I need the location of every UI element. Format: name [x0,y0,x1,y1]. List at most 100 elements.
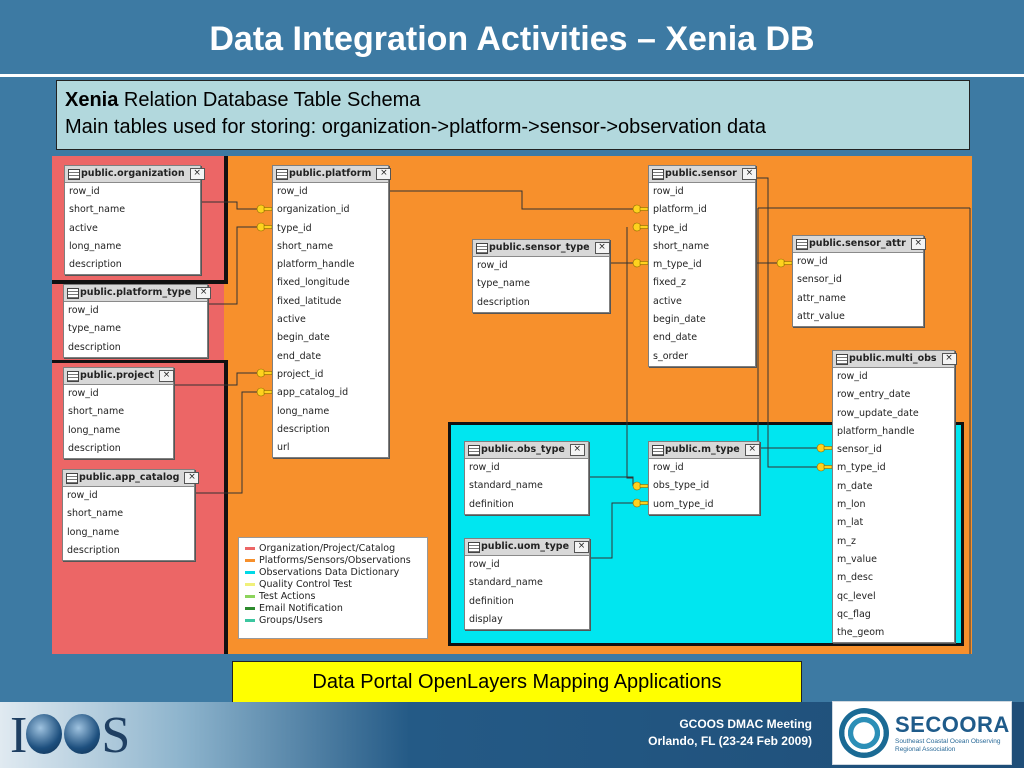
table-field: short_name [277,240,334,252]
table-header: public.platform_type× [64,285,212,302]
table-title: public.organization [81,168,185,179]
key-icon [256,387,273,397]
table-header: public.obs_type× [465,442,588,459]
table-header: public.sensor_attr× [793,236,926,253]
table-field: begin_date [653,314,706,326]
table-field: short_name [69,204,126,216]
meeting-name: GCOOS DMAC Meeting [679,717,812,731]
table-field: row_id [69,186,100,197]
table-field: description [68,341,121,353]
table-icon [66,473,78,484]
frame-line [52,280,228,284]
close-icon[interactable]: × [184,471,200,484]
table-icon [796,239,808,250]
table-platform-type[interactable]: public.platform_type× row_id type_name d… [63,284,212,358]
close-icon[interactable]: × [741,167,757,180]
close-icon[interactable]: × [196,286,212,299]
table-field: s_order [653,350,689,362]
key-icon [632,481,649,491]
table-field: row_id [68,305,99,316]
table-field: row_id [469,462,500,473]
legend-item: Observations Data Dictionary [245,567,427,579]
table-header: public.multi_obs × [833,351,957,368]
table-field: row_id [68,388,99,399]
table-title: public.project [80,370,155,381]
table-sensor-type[interactable]: public.sensor_type× row_id type_name des… [472,239,610,313]
close-icon[interactable]: × [744,443,760,456]
table-field: attr_name [797,292,846,304]
table-icon [468,542,480,553]
table-icon [652,445,664,456]
legend-swatch [245,559,255,562]
close-icon[interactable]: × [569,443,585,456]
table-organization[interactable]: public.organization× row_id short_name a… [64,165,205,276]
table-field: row_id [797,256,828,267]
table-multi-obs[interactable]: public.multi_obs× row_id row_entry_date … [832,350,957,644]
schema-caption-line2: Main tables used for storing: organizati… [65,116,766,138]
close-icon[interactable]: × [159,369,175,382]
table-platform[interactable]: public.platform× row_id organization_id … [272,165,392,459]
meeting-info: GCOOS DMAC Meeting Orlando, FL (23-24 Fe… [648,716,812,750]
legend-swatch [245,547,255,550]
table-obs-type[interactable]: public.obs_type× row_id standard_name de… [464,441,589,515]
secoora-subtitle: Southeast Coastal Ocean Observing Region… [895,738,1001,753]
table-uom-type[interactable]: public.uom_type× row_id standard_name de… [464,538,590,631]
close-icon[interactable]: × [574,540,590,553]
key-icon [776,258,793,268]
schema-caption-rest: Relation Database Table Schema [118,89,421,111]
legend-label: Email Notification [259,603,343,614]
globe-icon [26,714,63,754]
key-icon [632,204,649,214]
table-field: m_type_id [653,259,702,271]
secoora-name: SECOORA [895,712,1010,737]
table-field: begin_date [277,332,330,344]
table-field: url [277,442,290,454]
table-header: public.platform× [273,166,392,183]
table-sensor-attr[interactable]: public.sensor_attr× row_id sensor_id att… [792,235,926,328]
table-field: end_date [653,332,698,344]
key-icon [632,498,649,508]
table-field: standard_name [469,577,543,589]
table-field: attr_value [797,310,845,322]
table-project[interactable]: public.project× row_id short_name long_n… [63,367,175,460]
schema-caption-bold: Xenia [65,89,119,111]
table-field: row_update_date [837,407,919,419]
close-icon[interactable]: × [594,241,610,254]
table-field: sensor_id [797,274,842,286]
table-field: platform_handle [837,425,915,437]
table-header: public.m_type× [649,442,760,459]
table-field: row_id [653,186,684,197]
legend-label: Observations Data Dictionary [259,567,400,578]
legend-item: Quality Control Test [245,579,427,591]
table-field: the_geom [837,627,885,639]
table-m-type[interactable]: public.m_type× row_id obs_type_id uom_ty… [648,441,760,515]
table-field: short_name [653,240,710,252]
schema-diagram: public.organization × row_id short_name a… [52,156,972,654]
table-title: public.uom_type [481,541,570,552]
legend-item: Groups/Users [245,615,427,627]
close-icon[interactable]: × [189,167,205,180]
table-field: m_desc [837,572,874,584]
table-sensor[interactable]: public.sensor× row_id platform_id type_i… [648,165,757,367]
table-header: public.app_catalog × [63,470,200,487]
table-field: qc_level [837,590,876,602]
table-icon [652,169,664,180]
legend-label: Groups/Users [259,615,323,626]
table-field: m_lat [837,517,864,529]
close-icon[interactable]: × [376,167,392,180]
table-header: public.sensor× [649,166,757,183]
table-title: public.multi_obs [849,353,937,364]
table-header: public.uom_type × [465,539,590,556]
legend-label: Organization/Project/Catalog [259,543,396,554]
close-icon[interactable]: × [910,237,926,250]
table-app-catalog[interactable]: public.app_catalog× row_id short_name lo… [62,469,200,562]
close-icon[interactable]: × [941,352,957,365]
legend-label: Test Actions [259,591,316,602]
table-field: uom_type_id [653,498,714,510]
frame-line [52,360,228,363]
table-icon [68,169,80,180]
legend-item: Platforms/Sensors/Observations [245,555,427,567]
table-field: row_id [469,559,500,570]
table-field: long_name [68,424,121,436]
table-title: public.app_catalog [79,472,180,483]
